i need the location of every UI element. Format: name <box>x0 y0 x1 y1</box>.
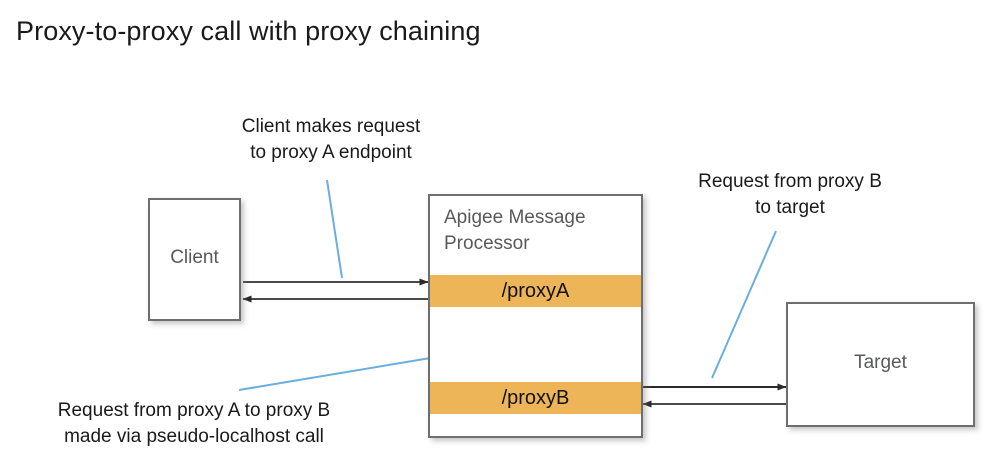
annotation-client-request: Client makes request to proxy A endpoint <box>241 116 421 163</box>
proxy-band-proxya-label: /proxyA <box>501 279 570 302</box>
leader-line-proxyb-target <box>711 230 777 379</box>
annotation-proxyb-to-target: Request from proxy B to target <box>698 171 882 218</box>
node-client-label: Client <box>170 247 219 268</box>
annotation-proxya-to-proxyb: Request from proxy A to proxy B made via… <box>57 400 331 447</box>
node-message-processor-title: Apigee Message Processor <box>444 207 586 254</box>
node-target[interactable] <box>786 302 975 427</box>
leader-line-client-request <box>326 179 343 279</box>
proxy-band-proxyb-label: /proxyB <box>501 386 570 409</box>
proxy-band-proxyb[interactable]: /proxyB <box>430 382 641 414</box>
page-title: Proxy-to-proxy call with proxy chaining <box>16 16 481 46</box>
node-client[interactable] <box>148 198 241 321</box>
node-target-label: Target <box>854 352 907 373</box>
proxy-band-proxya[interactable]: /proxyA <box>430 275 641 307</box>
